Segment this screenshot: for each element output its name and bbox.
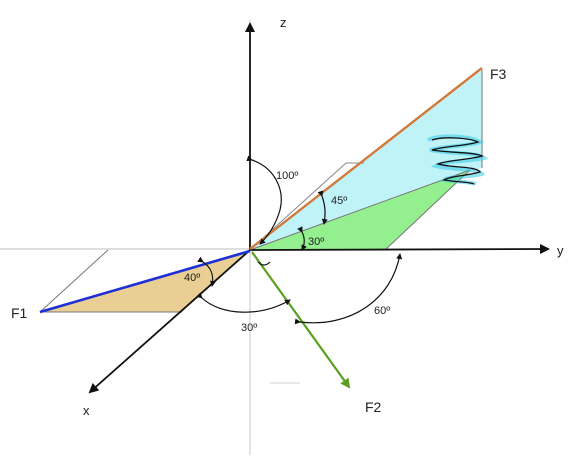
angle-label-40: 40º bbox=[184, 272, 200, 284]
f3-plane-lower-edge bbox=[384, 169, 471, 251]
arc-45 bbox=[317, 190, 328, 225]
arc-30-f2 bbox=[196, 292, 291, 313]
f3-vector bbox=[249, 67, 483, 250]
angle-label-100: 100º bbox=[276, 170, 298, 182]
angle-label-60: 60º bbox=[374, 305, 390, 317]
arc-100 bbox=[246, 155, 282, 245]
scribble-mark bbox=[427, 134, 489, 186]
f3-label: F3 bbox=[490, 66, 507, 82]
arc-30-plane bbox=[297, 226, 307, 251]
f1-plane-guide bbox=[39, 249, 109, 313]
z-axis-label: z bbox=[280, 15, 287, 30]
f2-label: F2 bbox=[365, 399, 382, 415]
angle-label-45: 45º bbox=[331, 195, 347, 207]
y-axis-label: y bbox=[557, 243, 564, 258]
arc-origin bbox=[257, 261, 271, 266]
angle-label-30-f2: 30º bbox=[241, 322, 257, 334]
y-axis bbox=[249, 244, 550, 255]
f2-vector bbox=[251, 251, 351, 389]
angle-label-30-plane: 30º bbox=[308, 236, 324, 248]
x-axis-label: x bbox=[83, 403, 90, 418]
arc-40 bbox=[197, 256, 216, 287]
x-axis bbox=[88, 249, 251, 394]
reference-lines bbox=[0, 20, 300, 455]
f3-plane-divider bbox=[249, 169, 471, 251]
arc-60 bbox=[294, 253, 403, 325]
angle-arcs bbox=[196, 155, 403, 325]
f1-label: F1 bbox=[11, 305, 28, 321]
f3-projection-box bbox=[251, 162, 364, 249]
